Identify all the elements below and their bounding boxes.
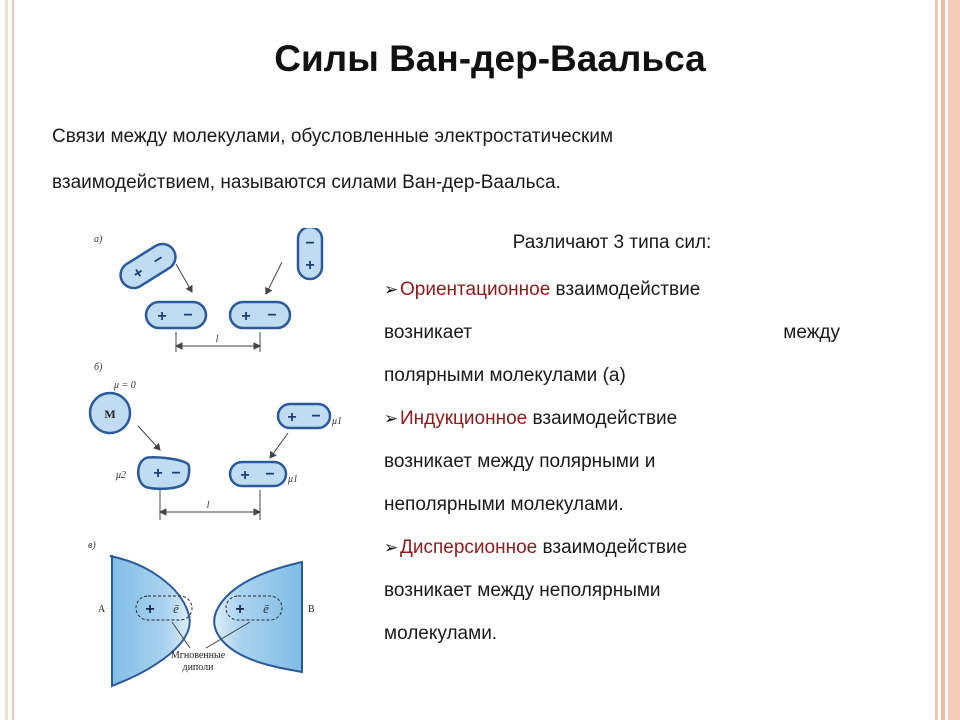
term-rest: взаимодействие bbox=[537, 537, 688, 558]
plus-sign: + bbox=[145, 601, 154, 618]
line-left: возникает bbox=[384, 322, 472, 343]
arrow-a2 bbox=[265, 261, 283, 295]
caption-pointer-a bbox=[171, 621, 191, 649]
mu1-label-bottom: μ1 bbox=[287, 474, 298, 485]
arrow-b2 bbox=[269, 432, 289, 459]
item-line: неполярными молекулами. bbox=[384, 494, 624, 515]
types-list: ➢Ориентационное взаимодействие возникает… bbox=[384, 268, 840, 655]
line-right: между bbox=[783, 322, 840, 343]
item-line: молекулами. bbox=[384, 623, 498, 644]
panel-c-label: в) bbox=[88, 540, 96, 551]
plus-sign: + bbox=[157, 308, 166, 325]
instant-dipole-a: + ē bbox=[135, 595, 193, 621]
minus-sign: − bbox=[305, 235, 314, 252]
item-line: полярными молекулами (а) bbox=[384, 365, 626, 386]
dipole-molecule-a4: + − bbox=[228, 300, 292, 330]
mu1-label-top: μ1 bbox=[331, 416, 342, 427]
term-dispersion: Дисперсионное bbox=[400, 537, 538, 558]
arrow-a1 bbox=[175, 263, 193, 293]
nonpolar-body-b bbox=[213, 560, 303, 674]
instant-dipoles-caption-line1: Мгновенные bbox=[171, 650, 226, 661]
plus-sign: + bbox=[241, 308, 250, 325]
nonpolar-body-a bbox=[109, 555, 191, 688]
type-item-orientation: ➢Ориентационное взаимодействие возникает… bbox=[384, 268, 840, 397]
arrow-b1 bbox=[137, 425, 161, 451]
arrow-bullet-icon: ➢ bbox=[384, 409, 399, 428]
arrow-bullet-icon: ➢ bbox=[384, 280, 399, 299]
distance-marker-b bbox=[158, 490, 262, 520]
caption-pointer-b bbox=[205, 621, 251, 649]
electron-label: ē bbox=[173, 601, 179, 616]
instant-dipoles-caption-line2: диполи bbox=[182, 662, 214, 673]
types-header: Различают 3 типа сил: bbox=[512, 232, 712, 253]
panel-a-label: а) bbox=[94, 234, 103, 245]
term-rest: взаимодействие bbox=[550, 279, 701, 300]
arrow-bullet-icon: ➢ bbox=[384, 538, 399, 557]
intro-line-2: взаимодействием, называются силами Ван-д… bbox=[52, 172, 561, 193]
item-line: возникает между полярными и bbox=[384, 451, 656, 472]
type-item-dispersion: ➢Дисперсионное взаимодействие возникает … bbox=[384, 526, 840, 655]
dipole-molecule-b3: + − bbox=[228, 460, 288, 488]
mu2-label: μ2 bbox=[115, 470, 126, 481]
plus-sign: + bbox=[240, 467, 249, 484]
type-item-induction: ➢Индукционное взаимодействие возникает м… bbox=[384, 397, 840, 526]
molecule-m-label: М bbox=[104, 407, 115, 421]
slide-title: Силы Ван-дер-Ваальса bbox=[274, 38, 706, 79]
right-stripes-decoration bbox=[932, 0, 960, 720]
term-rest: взаимодействие bbox=[527, 408, 678, 429]
minus-sign: − bbox=[265, 466, 274, 483]
dipole-molecule-a2: − + bbox=[296, 228, 324, 281]
van-der-waals-diagram: а) + − − + + − + − l bbox=[88, 228, 342, 688]
intro-paragraph: Связи между молекулами, обусловленные эл… bbox=[52, 114, 772, 206]
instant-dipole-b: + ē bbox=[225, 595, 283, 621]
justified-line: возникает между bbox=[384, 311, 840, 354]
plus-sign: + bbox=[235, 601, 244, 618]
dipole-molecule-b1: + − bbox=[276, 402, 332, 430]
dipole-molecule-a1: + − bbox=[119, 242, 177, 290]
body-b-label: В bbox=[308, 604, 315, 615]
plus-sign: + bbox=[153, 465, 162, 482]
term-induction: Индукционное bbox=[400, 408, 528, 429]
dipole-molecule-a3: + − bbox=[144, 300, 208, 330]
distance-marker-a bbox=[174, 332, 262, 352]
induced-dipole-b2: + − bbox=[137, 456, 191, 490]
panel-b-label: б) bbox=[94, 362, 103, 373]
plus-sign: + bbox=[287, 409, 296, 426]
minus-sign: − bbox=[183, 307, 192, 324]
left-border-decoration bbox=[0, 0, 14, 720]
minus-sign: − bbox=[267, 307, 276, 324]
nonpolar-molecule-m: М bbox=[88, 391, 132, 435]
minus-sign: − bbox=[171, 465, 180, 482]
minus-sign: − bbox=[311, 408, 320, 425]
distance-label-b: l bbox=[207, 500, 210, 511]
distance-label-a: l bbox=[216, 334, 219, 345]
mu-zero-label: μ = 0 bbox=[113, 380, 136, 391]
body-a-label: А bbox=[98, 604, 106, 615]
electron-label: ē bbox=[263, 601, 269, 616]
plus-sign: + bbox=[305, 257, 314, 274]
item-line: возникает между неполярными bbox=[384, 580, 661, 601]
term-orientation: Ориентационное bbox=[400, 279, 551, 300]
intro-line-1: Связи между молекулами, обусловленные эл… bbox=[52, 126, 614, 147]
